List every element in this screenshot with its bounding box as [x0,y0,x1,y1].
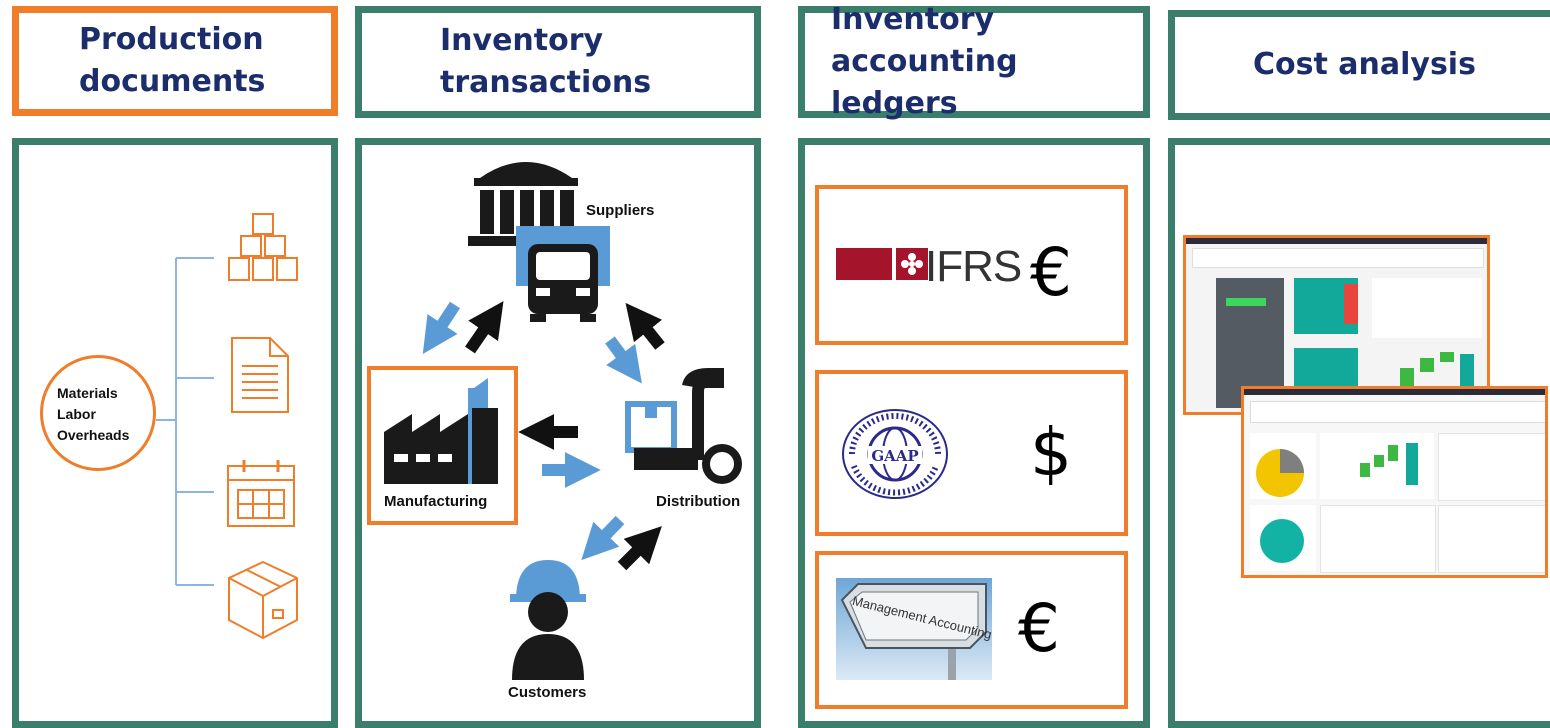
header-production-documents: Production documents [12,6,338,116]
management-accounting-sign-icon: Management Accounting [836,578,993,680]
document-icon [231,337,289,413]
header-line-1: Inventory [831,2,995,37]
euro-symbol-2: € [1018,590,1060,667]
header-line-1: Inventory [440,23,604,58]
materials-circle [40,355,156,471]
header-inventory-transactions: Inventory transactions [355,6,761,118]
calendar-icon [227,460,295,527]
boxes-stack-icon [228,213,298,281]
bracket-connector [156,257,214,586]
dashboard-screenshot-front [1241,386,1548,578]
ifrs-logo-text: IFRS [925,242,1022,291]
flow-arrows [422,301,665,571]
header-cost-analysis: Cost analysis [1168,10,1550,120]
header-line-2: transactions [440,65,652,100]
factory-icon [384,378,498,484]
manufacturing-label: Manufacturing [384,493,488,510]
dollar-symbol: $ [1030,414,1072,491]
gaap-seal-icon: GAAP [842,409,948,499]
package-box-icon [228,560,298,640]
dashboard-screenshot-back [1183,235,1490,415]
header-line-2: documents [79,64,266,99]
gaap-seal-text: GAAP [871,447,918,465]
euro-symbol-1: € [1030,234,1072,311]
distribution-handtruck-icon [625,368,742,484]
header-line-1: Production [79,22,264,57]
customers-label: Customers [508,684,587,701]
customer-worker-icon [510,560,586,680]
distribution-label: Distribution [656,493,741,510]
header-line-1: Cost analysis [1253,47,1476,82]
header-inventory-accounting-ledgers: Inventory accounting ledgers [798,2,1150,121]
materials-label: Materials [57,385,118,401]
overheads-label: Overheads [57,427,130,443]
header-line-2: accounting ledgers [831,44,1018,121]
labor-label: Labor [57,406,96,422]
ifrs-logo-bar [836,248,928,280]
truck-icon [516,226,610,322]
circle-text: Materials Labor Overheads [57,383,129,446]
suppliers-label: Suppliers [586,202,655,219]
